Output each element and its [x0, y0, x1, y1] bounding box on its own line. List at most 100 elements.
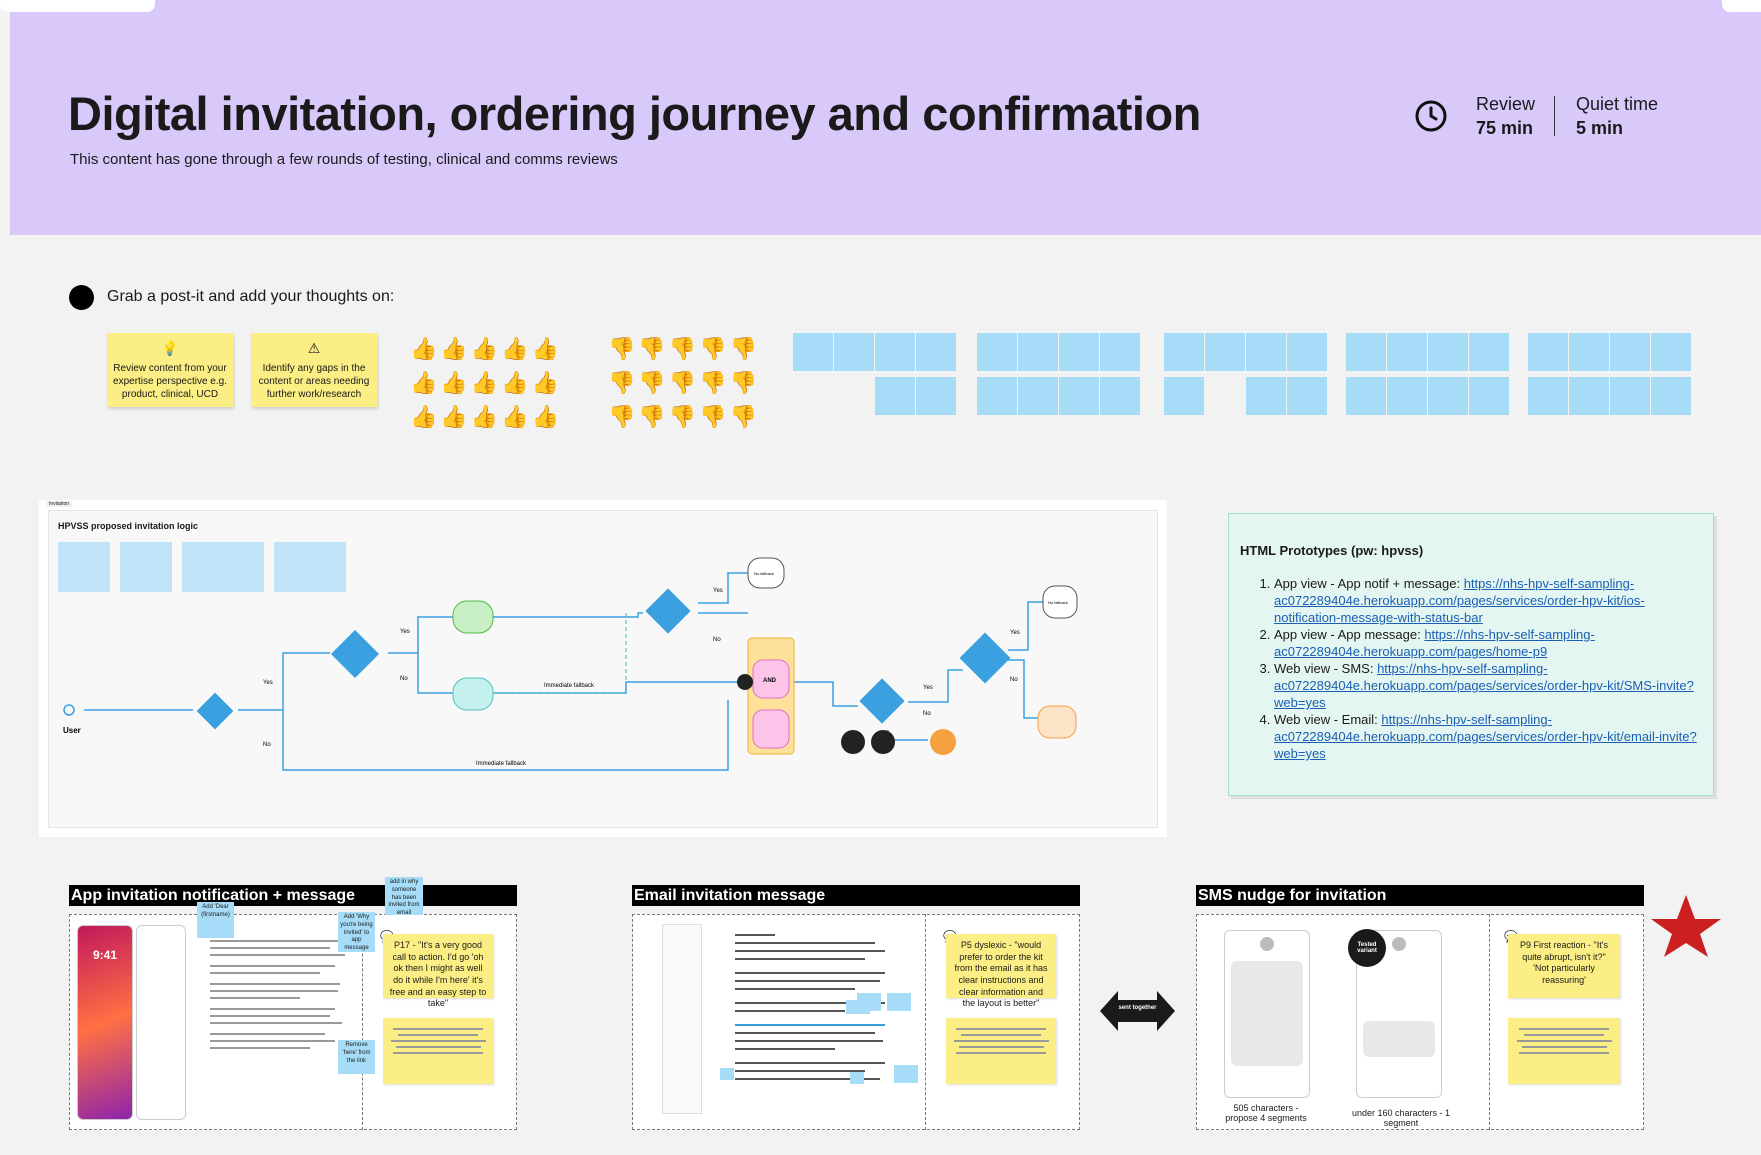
- prototypes-card: HTML Prototypes (pw: hpvss) App view - A…: [1228, 513, 1714, 796]
- quote-p9[interactable]: P9 First reaction - "It's quite abrupt, …: [1508, 934, 1620, 998]
- blue-postit[interactable]: [1287, 333, 1327, 371]
- blue-postit[interactable]: [1387, 333, 1427, 371]
- blue-postit[interactable]: [1246, 377, 1286, 415]
- clock-icon: [1415, 100, 1447, 132]
- flow-label-no: No: [1010, 677, 1018, 683]
- flow-label-fallback: Immediate fallback: [544, 683, 595, 689]
- blue-postit[interactable]: [916, 377, 956, 415]
- comment-add-dear[interactable]: Add 'Dear (firstname): [197, 902, 234, 938]
- thumbs-down-icon: 👎👎👎👎👎: [608, 336, 760, 361]
- blue-postit[interactable]: [1651, 377, 1691, 415]
- prototype-link[interactable]: https://nhs-hpv-self-sampling-ac07228940…: [1274, 576, 1645, 625]
- prototypes-title: HTML Prototypes (pw: hpvss): [1240, 543, 1424, 558]
- blue-postit[interactable]: [1528, 377, 1568, 415]
- flow-label-fallback: Immediate fallback: [476, 761, 527, 767]
- blue-postit[interactable]: [1610, 377, 1650, 415]
- quote-p5[interactable]: P5 dyslexic - "would prefer to order the…: [946, 934, 1056, 1008]
- review-label: Review: [1476, 94, 1536, 114]
- findings-sticky[interactable]: [1508, 1018, 1620, 1084]
- sticky-identify-gaps[interactable]: ⚠ Identify any gaps in the content or ar…: [251, 333, 377, 407]
- bullet-dot: [69, 285, 94, 310]
- thumbs-down-stamps[interactable]: 👎👎👎👎👎 👎👎👎👎👎 👎👎👎👎👎: [608, 332, 760, 434]
- blue-postit[interactable]: [1610, 333, 1650, 371]
- blue-postit[interactable]: [1651, 333, 1691, 371]
- blue-postit[interactable]: [1428, 333, 1468, 371]
- blue-postit[interactable]: [1100, 333, 1140, 371]
- comment-remove-here[interactable]: Remove 'here' from the link: [338, 1040, 375, 1074]
- header-banner: [10, 0, 1761, 235]
- blue-postit[interactable]: [1528, 333, 1568, 371]
- prototype-link[interactable]: https://nhs-hpv-self-sampling-ac07228940…: [1274, 661, 1694, 710]
- flow-label-no-fallback: No fallback: [1048, 600, 1068, 605]
- blue-postit[interactable]: [1569, 377, 1609, 415]
- decision-diamond: [196, 692, 234, 730]
- thumbs-up-stamps[interactable]: 👍👍👍👍👍 👍👍👍👍👍 👍👍👍👍👍: [410, 332, 562, 434]
- blue-postit[interactable]: [916, 333, 956, 371]
- thumbs-down-icon: 👎👎👎👎👎: [608, 404, 760, 429]
- frame-tab-left: [0, 0, 155, 12]
- flow-label-yes: Yes: [923, 685, 933, 691]
- flow-diagram: User Yes No Yes No Yes No Yes No Yes No …: [58, 542, 1078, 771]
- thumbs-up-icon: 👍👍👍👍👍: [410, 370, 562, 395]
- blue-postit[interactable]: [1164, 377, 1204, 415]
- sms-section-title: SMS nudge for invitation: [1196, 885, 1644, 906]
- blue-postit[interactable]: [1018, 333, 1058, 371]
- findings-sticky[interactable]: [383, 1018, 493, 1084]
- diagram-note: [120, 542, 172, 592]
- blue-postit[interactable]: [1469, 333, 1509, 371]
- blue-postit[interactable]: [1059, 377, 1099, 415]
- flow-node-orange: [930, 729, 956, 755]
- blue-postit[interactable]: [1387, 377, 1427, 415]
- blue-postit[interactable]: [977, 333, 1017, 371]
- sms-bubble: [1231, 961, 1303, 1066]
- blue-postit[interactable]: [1569, 333, 1609, 371]
- blue-postit[interactable]: [1287, 377, 1327, 415]
- comment-marker[interactable]: [720, 1068, 734, 1080]
- prototype-item: App view - App notif + message: https://…: [1274, 575, 1702, 626]
- star-icon: [1651, 895, 1721, 957]
- blue-postit[interactable]: [875, 333, 915, 371]
- sticky-review-content[interactable]: 💡 Review content from your expertise per…: [107, 333, 233, 407]
- blue-postit[interactable]: [977, 377, 1017, 415]
- decision-diamond: [859, 678, 905, 724]
- blue-postit[interactable]: [1100, 377, 1140, 415]
- thumbs-up-icon: 👍👍👍👍👍: [410, 336, 562, 361]
- blue-postit[interactable]: [834, 333, 874, 371]
- flow-label-yes: Yes: [1010, 630, 1020, 636]
- blue-postit[interactable]: [793, 333, 833, 371]
- blue-postit[interactable]: [1059, 333, 1099, 371]
- flow-node-sms: [752, 709, 790, 749]
- prompt-text: Grab a post-it and add your thoughts on:: [107, 288, 395, 305]
- blue-postit[interactable]: [875, 377, 915, 415]
- blue-postit[interactable]: [1164, 333, 1204, 371]
- blue-postit[interactable]: [1428, 377, 1468, 415]
- prototype-link[interactable]: https://nhs-hpv-self-sampling-ac07228940…: [1274, 627, 1595, 659]
- decision-diamond: [645, 588, 691, 634]
- findings-sticky[interactable]: [946, 1018, 1056, 1084]
- flow-label-yes: Yes: [400, 629, 410, 635]
- flow-node-outcome: [871, 730, 895, 754]
- blue-postit[interactable]: [1346, 333, 1386, 371]
- sms-phone-long: [1224, 930, 1310, 1098]
- comment-marker[interactable]: [887, 993, 911, 1011]
- comment-add-why[interactable]: Add 'Why you're being invited' to app me…: [338, 912, 375, 952]
- flow-label-user: User: [63, 726, 81, 735]
- sms-bubble: [1363, 1021, 1435, 1057]
- avatar: [1260, 937, 1274, 951]
- blue-postit[interactable]: [1205, 333, 1245, 371]
- prototype-link[interactable]: https://nhs-hpv-self-sampling-ac07228940…: [1274, 712, 1697, 761]
- email-mobile-preview: [662, 924, 702, 1114]
- blue-postit[interactable]: [1346, 377, 1386, 415]
- flow-label-no: No: [713, 637, 721, 643]
- blue-postit[interactable]: [1018, 377, 1058, 415]
- comment-add-why-email[interactable]: add in why someone has been invited from…: [385, 877, 423, 916]
- quote-p17[interactable]: P17 - "It's a very good call to action. …: [383, 934, 493, 1008]
- comment-marker[interactable]: [846, 1000, 870, 1014]
- blue-postit[interactable]: [1246, 333, 1286, 371]
- comment-marker[interactable]: [850, 1072, 864, 1084]
- flow-label-no: No: [923, 711, 931, 717]
- blue-postit[interactable]: [1469, 377, 1509, 415]
- comment-marker[interactable]: [894, 1065, 918, 1083]
- sms-caption-short: under 160 characters - 1 segment: [1351, 1108, 1451, 1128]
- prototype-item: Web view - SMS: https://nhs-hpv-self-sam…: [1274, 660, 1702, 711]
